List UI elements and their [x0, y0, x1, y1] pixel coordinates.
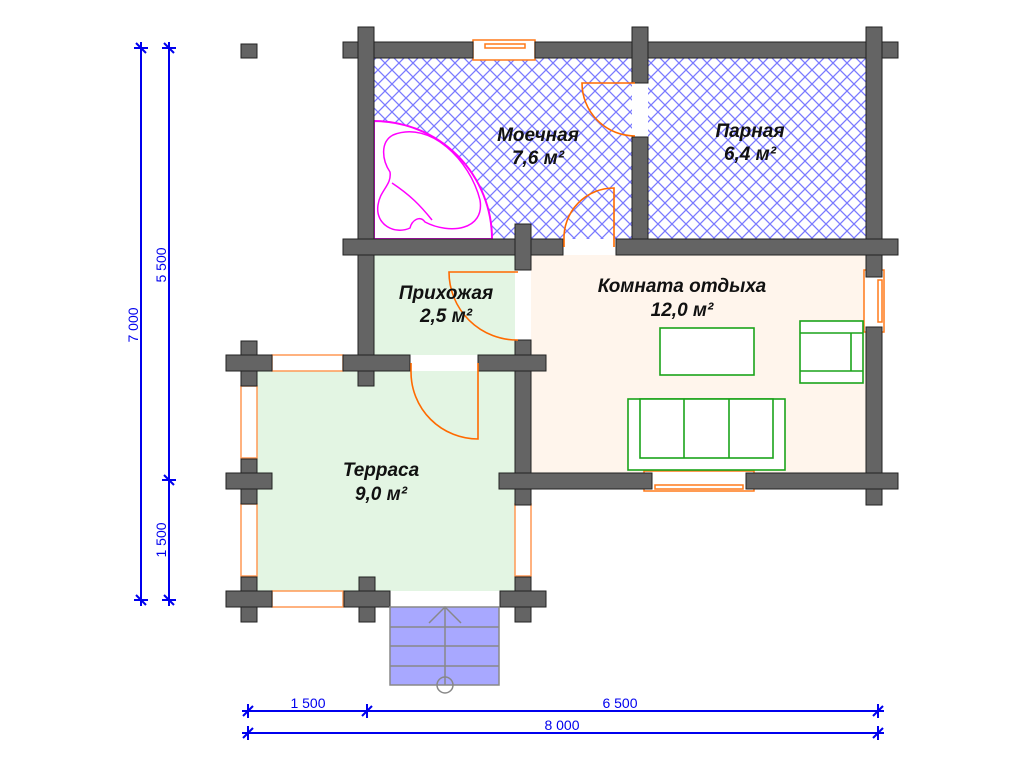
- dim-vertical-main: 5 500: [153, 247, 169, 282]
- steam-room-floor: [648, 58, 866, 239]
- terrace-area: 9,0 м²: [355, 484, 408, 505]
- sofa: [627, 398, 786, 471]
- terrace-name: Терраса: [343, 460, 420, 481]
- window-top: [472, 39, 536, 61]
- terrace-railings: [240, 354, 532, 608]
- table: [659, 327, 755, 376]
- hallway-name: Прихожая: [399, 283, 493, 304]
- steam-room-area: 6,4 м²: [724, 144, 777, 165]
- lounge-area: 12,0 м²: [651, 300, 714, 321]
- hallway-floor: [374, 255, 515, 355]
- dim-horizontal-terrace: 1 500: [290, 695, 325, 711]
- washroom-area: 7,6 м²: [512, 148, 565, 169]
- washroom-name: Моечная: [497, 125, 579, 146]
- dim-horizontal-main: 6 500: [602, 695, 637, 711]
- dim-vertical-total: 7 000: [125, 307, 141, 342]
- window-top-inner: [484, 43, 526, 49]
- hallway-area: 2,5 м²: [419, 306, 473, 327]
- entrance-stairs: [389, 605, 500, 694]
- doors: [410, 82, 636, 440]
- dim-horizontal-total: 8 000: [544, 717, 579, 733]
- terrace-floor: [257, 371, 515, 591]
- window-right-inner: [877, 279, 883, 323]
- dimension-lines: [134, 42, 884, 740]
- walls: [240, 26, 899, 506]
- lounge-name: Комната отдыха: [598, 276, 767, 297]
- dim-vertical-terrace: 1 500: [153, 522, 169, 557]
- corner-bath: [373, 119, 494, 240]
- armchair: [799, 320, 864, 384]
- lounge-furniture: [627, 320, 864, 471]
- steam-room-name: Парная: [715, 121, 784, 142]
- terrace-posts: [225, 340, 547, 623]
- window-bottom-inner: [654, 484, 744, 490]
